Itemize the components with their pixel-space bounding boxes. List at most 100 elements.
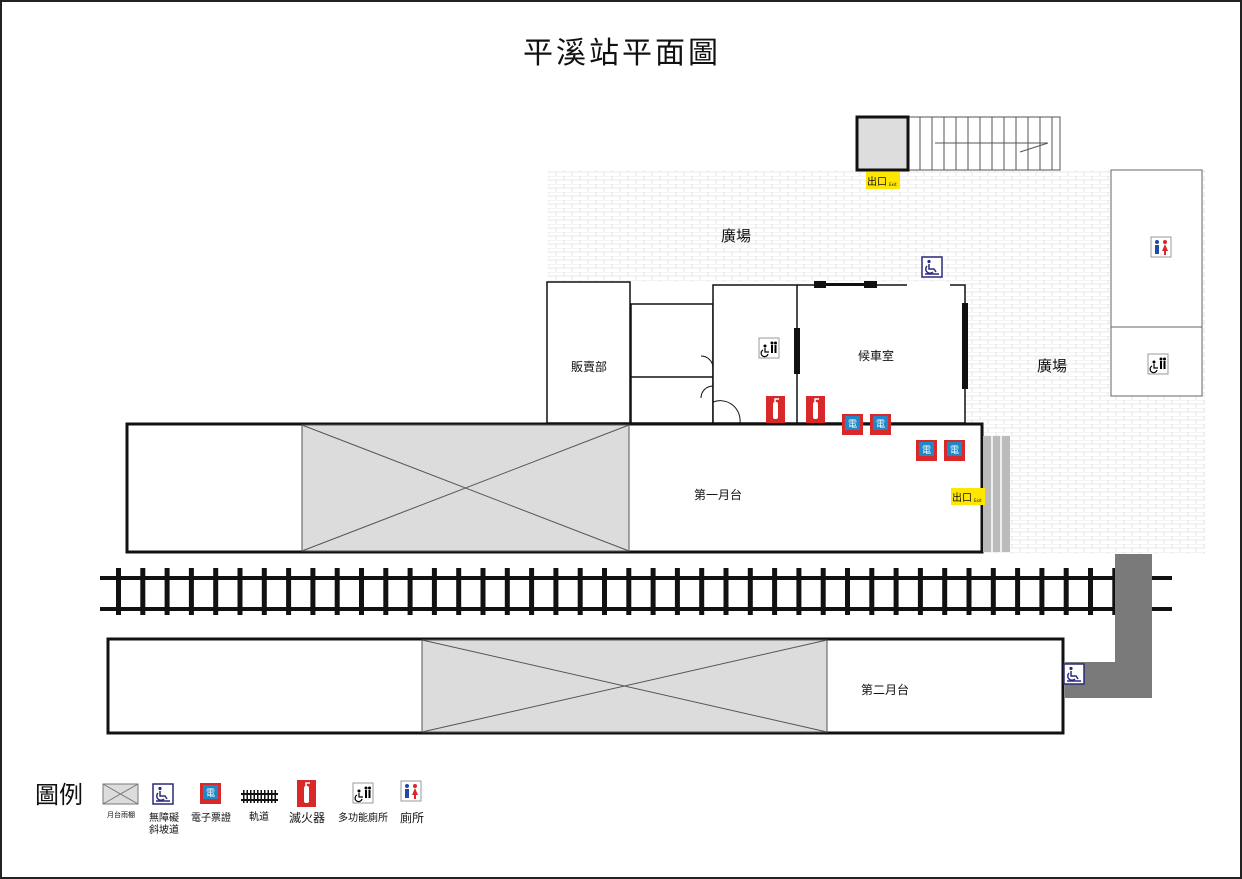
exit-label: 出口	[952, 491, 972, 504]
sleeper	[140, 568, 146, 615]
legend-rail	[241, 799, 278, 801]
plaza-label: 廣場	[1037, 357, 1067, 375]
sleeper	[966, 568, 972, 615]
steps	[983, 436, 1010, 552]
exit-sign-top: 出口 Exit	[866, 172, 900, 189]
plaza-label: 廣場	[721, 227, 751, 245]
exit-stairs	[855, 115, 1061, 172]
sleeper	[650, 568, 656, 615]
exit-label-en: Exit	[974, 498, 982, 503]
legend-sleeper	[257, 790, 259, 803]
accessible-toilet-icon	[1147, 353, 1169, 375]
plaza-top-area	[548, 170, 1113, 282]
fire-extinguisher-icon	[805, 395, 826, 424]
legend-label: 電子票證	[191, 811, 231, 824]
legend-canopy-icon	[102, 783, 139, 805]
legend-label: 無障礙	[149, 811, 179, 824]
sleeper	[602, 568, 607, 615]
sleeper	[310, 568, 316, 615]
legend-sleeper	[260, 790, 262, 803]
legend-rail	[241, 793, 278, 795]
e-ticket-reader-icon	[916, 440, 937, 461]
platform-1-canopy	[301, 424, 630, 552]
legend-label: 斜坡道	[149, 823, 179, 836]
waiting-room-label: 候車室	[858, 348, 894, 363]
sleeper	[820, 568, 826, 615]
sleeper	[480, 568, 486, 615]
shop-label: 販賣部	[571, 359, 607, 374]
legend-ramp-icon	[152, 783, 174, 805]
sleeper	[1039, 568, 1045, 615]
sleeper	[237, 568, 243, 615]
sleeper	[188, 568, 194, 615]
rail	[100, 576, 1172, 580]
sleeper	[1063, 568, 1069, 615]
station-building	[546, 281, 966, 424]
wheelchair-ramp-icon	[921, 256, 943, 278]
legend-label: 廁所	[400, 810, 424, 825]
sleeper	[286, 568, 292, 615]
sleeper	[723, 568, 729, 615]
sleeper	[359, 568, 364, 615]
legend-sleeper	[246, 790, 248, 803]
sleeper	[334, 568, 340, 615]
sleeper	[407, 568, 413, 615]
sleeper	[747, 568, 753, 615]
sleeper	[383, 568, 389, 615]
sleeper	[164, 568, 170, 615]
exit-label: 出口	[867, 175, 887, 188]
sleeper	[772, 568, 778, 615]
legend-title: 圖例	[35, 781, 83, 809]
legend-sleeper	[243, 790, 245, 803]
platform-1-label: 第一月台	[694, 487, 742, 502]
legend-sleeper	[250, 790, 252, 803]
sleeper	[504, 568, 510, 615]
legend-fire-extinguisher-icon	[296, 779, 317, 808]
sleeper	[577, 568, 583, 615]
exit-sign-platform: 出口 Exit	[951, 488, 985, 505]
legend-sleeper	[253, 790, 255, 803]
wheelchair-ramp-icon	[1063, 663, 1085, 685]
sleeper	[1112, 568, 1118, 615]
sleeper	[990, 568, 996, 615]
sleeper	[1015, 568, 1021, 615]
legend-sleeper	[274, 790, 276, 803]
sleeper	[893, 568, 899, 615]
sleeper	[942, 568, 948, 615]
fire-extinguisher-icon	[765, 395, 786, 424]
e-ticket-reader-icon	[870, 414, 891, 435]
sleeper	[431, 568, 437, 615]
legend-e-ticket-icon	[200, 783, 221, 804]
sleeper	[917, 568, 923, 615]
sleeper	[261, 568, 267, 615]
sleeper	[213, 568, 219, 615]
sleeper	[529, 568, 535, 615]
railway-track	[100, 568, 1172, 615]
legend-toilet-icon	[400, 780, 422, 802]
legend-sleeper	[264, 790, 266, 803]
sleeper	[456, 568, 462, 615]
family-service-icon	[758, 337, 780, 359]
sleeper	[1088, 568, 1093, 615]
legend-sleeper	[267, 790, 269, 803]
platform-2-label: 第二月台	[861, 682, 909, 697]
toilet-icon	[1150, 236, 1172, 258]
sleeper	[626, 568, 632, 615]
e-ticket-reader-icon	[842, 414, 863, 435]
rail	[100, 607, 1172, 611]
sleeper	[674, 568, 680, 615]
page-title: 平溪站平面圖	[523, 36, 721, 71]
legend: 圖例 月台雨棚 無障礙 斜坡道 電子票證 軌道 滅火器 多功能廁所 廁所	[35, 779, 424, 836]
legend-accessible-toilet-icon	[352, 782, 374, 804]
legend-label: 軌道	[249, 810, 269, 823]
accessible-ramp	[1065, 554, 1152, 698]
legend-label: 滅火器	[289, 811, 325, 825]
sleeper	[553, 568, 559, 615]
window-marks	[794, 281, 968, 389]
legend-label: 月台雨棚	[107, 810, 135, 819]
legend-label: 多功能廁所	[338, 811, 388, 824]
exit-label-en: Exit	[889, 182, 897, 187]
legend-sleeper	[271, 790, 273, 803]
